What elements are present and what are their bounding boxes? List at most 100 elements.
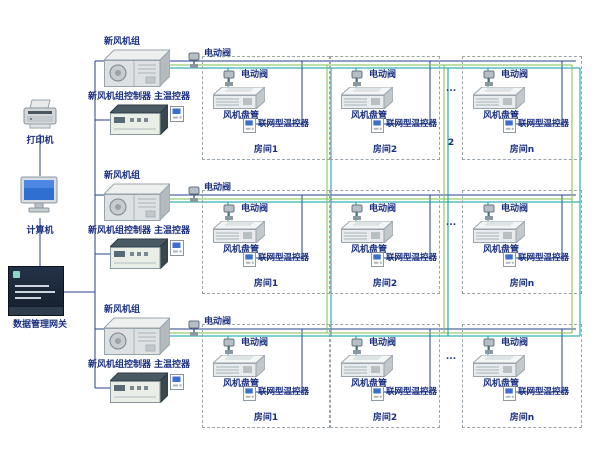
valve-icon	[221, 338, 237, 354]
room-label: 房间2	[372, 413, 398, 423]
fan-coil-icon	[473, 355, 525, 377]
net-thermostat-icon	[503, 118, 516, 133]
gap-extra-label: 2	[447, 138, 455, 148]
main-thermostat-label: 主温控器	[154, 226, 191, 236]
ahu-icon	[104, 182, 170, 222]
fan-coil-label: 风机盘管	[350, 245, 387, 255]
valve-label: 电动阀	[241, 204, 269, 214]
fan-coil-icon	[213, 221, 265, 243]
fan-coil-icon	[213, 87, 265, 109]
comm-lines	[39, 60, 576, 393]
room-label: 房间1	[253, 145, 279, 155]
room-cell: 电动阀 风机盘管 联网型温控器 房间2	[330, 190, 440, 294]
floor-row-2: 新风机组 电动阀 新风机组控制器 主温控器 电动阀 风机盘管 联网型温控器 房间…	[0, 171, 600, 298]
fan-coil-icon	[341, 87, 393, 109]
valve-icon	[349, 70, 365, 86]
valve-icon	[186, 186, 202, 202]
room-label: 房间n	[509, 413, 535, 423]
gateway-led	[13, 271, 20, 278]
net-thermostat-icon	[243, 252, 256, 267]
valve-label: 电动阀	[204, 183, 232, 193]
net-thermostat-label: 联网型温控器	[386, 253, 438, 263]
fan-coil-label: 风机盘管	[350, 111, 387, 121]
fan-coil-icon	[473, 221, 525, 243]
gateway-label: 数据管理网关	[12, 320, 67, 330]
ahu-label: 新风机组	[104, 305, 141, 315]
net-thermostat-label: 联网型温控器	[258, 119, 310, 129]
room-cell: 电动阀 风机盘管 联网型温控器 房间n	[462, 324, 582, 428]
main-thermostat-label: 主温控器	[154, 92, 191, 102]
main-thermostat-label: 主温控器	[154, 360, 191, 370]
room-cell: 电动阀 风机盘管 联网型温控器 房间n	[462, 56, 582, 160]
floor-row-3: 新风机组 电动阀 新风机组控制器 主温控器 电动阀 风机盘管 联网型温控器 房间…	[0, 305, 600, 432]
ahu-label: 新风机组	[104, 171, 141, 181]
fan-coil-icon	[341, 221, 393, 243]
ahu-label: 新风机组	[104, 37, 141, 47]
valve-label: 电动阀	[501, 70, 529, 80]
net-thermostat-label: 联网型温控器	[386, 119, 438, 129]
valve-label: 电动阀	[501, 338, 529, 348]
floor-row-1: 新风机组 电动阀 新风机组控制器 主温控器 电动阀 风机盘管 联网型温控器 房间…	[0, 37, 600, 164]
valve-label: 电动阀	[241, 338, 269, 348]
fan-coil-label: 风机盘管	[222, 111, 259, 121]
ahu-controller-label: 新风机组控制器	[88, 92, 152, 102]
net-thermostat-icon	[243, 118, 256, 133]
ellipsis: ...	[445, 84, 457, 94]
fan-coil-icon	[341, 355, 393, 377]
room-cell: 电动阀 风机盘管 联网型温控器 房间1	[202, 190, 330, 294]
valve-label: 电动阀	[241, 70, 269, 80]
net-thermostat-label: 联网型温控器	[258, 387, 310, 397]
fan-coil-icon	[213, 355, 265, 377]
valve-label: 电动阀	[369, 338, 397, 348]
net-thermostat-icon	[503, 252, 516, 267]
valve-icon	[186, 320, 202, 336]
fan-coil-label: 风机盘管	[482, 111, 519, 121]
room-cell: 电动阀 风机盘管 联网型温控器 房间1	[202, 56, 330, 160]
room-label: 房间1	[253, 413, 279, 423]
valve-label: 电动阀	[204, 49, 232, 59]
valve-icon	[481, 70, 497, 86]
ahu-controller-label: 新风机组控制器	[88, 226, 152, 236]
fan-coil-label: 风机盘管	[350, 379, 387, 389]
net-thermostat-label: 联网型温控器	[518, 253, 570, 263]
gateway-icon	[8, 266, 64, 316]
net-thermostat-icon	[371, 386, 384, 401]
ellipsis: ...	[445, 218, 457, 228]
valve-icon	[349, 338, 365, 354]
room-label: 房间n	[509, 279, 535, 289]
valve-label: 电动阀	[204, 317, 232, 327]
room-label: 房间1	[253, 279, 279, 289]
ahu-controller-icon	[110, 371, 168, 403]
ahu-icon	[104, 48, 170, 88]
fan-coil-label: 风机盘管	[482, 245, 519, 255]
main-thermostat-icon	[170, 106, 184, 122]
net-thermostat-icon	[371, 252, 384, 267]
fan-coil-icon	[473, 87, 525, 109]
main-thermostat-icon	[170, 374, 184, 390]
fan-coil-label: 风机盘管	[222, 245, 259, 255]
room-label: 房间n	[509, 145, 535, 155]
valve-icon	[349, 204, 365, 220]
net-thermostat-icon	[371, 118, 384, 133]
room-cell: 电动阀 风机盘管 联网型温控器 房间n	[462, 190, 582, 294]
valve-icon	[221, 70, 237, 86]
room-label: 房间2	[372, 145, 398, 155]
net-thermostat-label: 联网型温控器	[518, 387, 570, 397]
net-thermostat-label: 联网型温控器	[386, 387, 438, 397]
room-cell: 电动阀 风机盘管 联网型温控器 房间1	[202, 324, 330, 428]
computer-label: 计算机	[26, 226, 54, 236]
ellipsis: ...	[445, 352, 457, 362]
ahu-icon	[104, 316, 170, 356]
printer-label: 打印机	[26, 136, 54, 146]
fan-coil-label: 风机盘管	[222, 379, 259, 389]
net-thermostat-label: 联网型温控器	[258, 253, 310, 263]
ahu-controller-icon	[110, 237, 168, 269]
net-thermostat-icon	[503, 386, 516, 401]
ahu-controller-icon	[110, 103, 168, 135]
room-cell: 电动阀 风机盘管 联网型温控器 房间2	[330, 56, 440, 160]
valve-icon	[221, 204, 237, 220]
valve-label: 电动阀	[369, 204, 397, 214]
ahu-controller-label: 新风机组控制器	[88, 360, 152, 370]
valve-icon	[186, 52, 202, 68]
